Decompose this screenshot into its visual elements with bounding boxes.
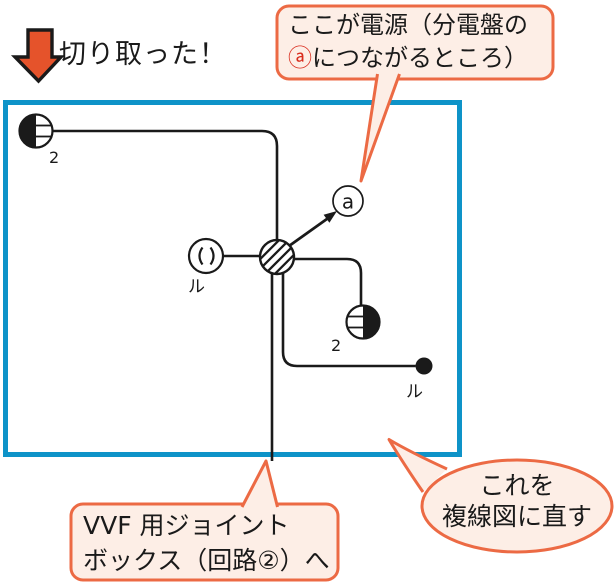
power-callout-line2: ⓐにつながるところ） [288, 42, 528, 75]
junction-box-symbol [258, 238, 296, 276]
joint-box-callout-text: VVF 用ジョイント ボックス（回路②）へ [83, 508, 330, 578]
ceiling-light-label: ル [188, 277, 205, 297]
switch-symbol: ル [406, 357, 433, 402]
arrowhead-icon [323, 211, 337, 223]
convert-callout-text: これを 複線図に直す [425, 470, 609, 532]
outlet-right-subscript: 2 [331, 336, 341, 355]
wire-junction-to-outlet-right [294, 257, 363, 306]
convert-line2: 複線図に直す [441, 502, 592, 531]
power-callout-bubble [275, 4, 555, 183]
convert-callout-tail [387, 438, 448, 493]
joint-box-callout-tail [240, 459, 279, 508]
wire-outlet-left-to-junction [52, 129, 279, 240]
cutout-label: 切り取った！ [59, 39, 227, 70]
joint-box-line2: ボックス（回路②）へ [83, 546, 330, 575]
right-paren-mark [209, 246, 215, 266]
convert-callout-bubble [387, 438, 614, 554]
wiring [52, 129, 416, 461]
hatch-lines [260, 240, 294, 274]
power-terminal-a: a [332, 185, 364, 217]
duplex-outlet-symbol-left: 2 [18, 113, 59, 167]
power-callout-line1: ここが電源（分電盤の [288, 11, 528, 39]
wire-junction-to-switch [281, 273, 416, 368]
power-callout-text: ここが電源（分電盤の ⓐにつながるところ） [288, 9, 528, 75]
power-callout-tail [359, 73, 401, 183]
switch-label: ル [406, 382, 423, 402]
joint-box-callout-bubble [69, 459, 340, 582]
down-arrow-icon [10, 28, 65, 84]
circled-a-symbol: ⓐ [288, 44, 312, 72]
duplex-outlet-symbol-right: 2 [331, 304, 381, 355]
left-paren-mark [198, 246, 204, 266]
terminal-a-label: a [342, 190, 354, 214]
ceiling-light-symbol: ル [187, 237, 225, 297]
joint-box-line1: VVF 用ジョイント [83, 511, 290, 540]
power-callout-line2-rest: につながるところ） [312, 44, 528, 72]
power-arrow [288, 211, 337, 248]
outlet-left-subscript: 2 [49, 148, 59, 167]
convert-line1: これを [479, 471, 555, 500]
schematic-frame [3, 100, 462, 457]
